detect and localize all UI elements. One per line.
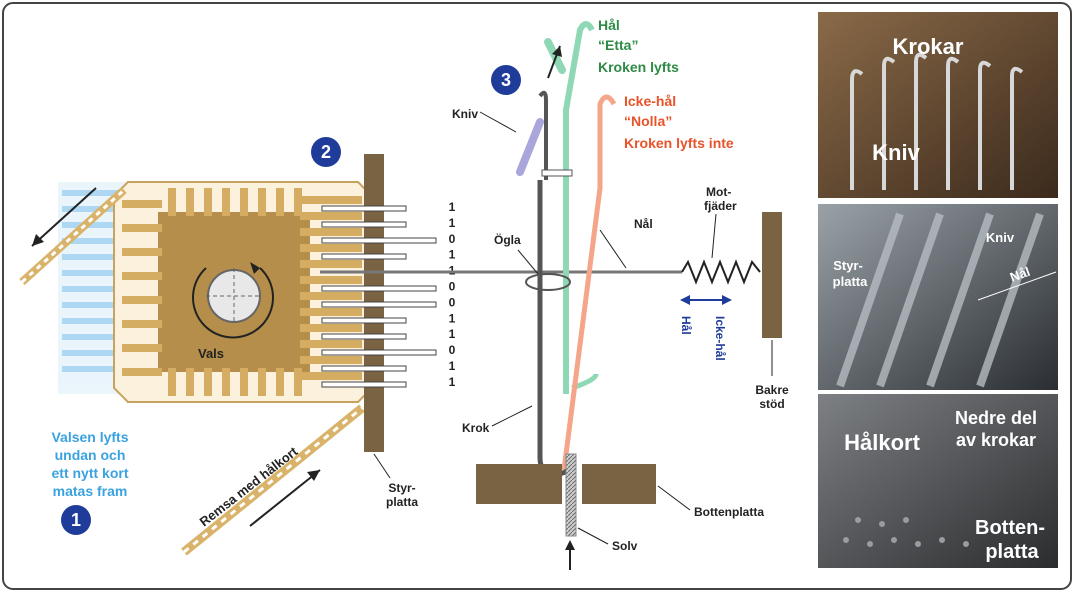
knife-label: Kniv [452, 107, 478, 121]
roller-prongs [122, 188, 362, 396]
photo-top: Krokar Kniv [818, 12, 1058, 198]
svg-text:1: 1 [71, 510, 81, 530]
roller-label: Vals [198, 346, 224, 361]
back-support [762, 212, 782, 338]
spring-label2: fjäder [704, 199, 737, 213]
hole-state-line1: Hål [598, 17, 620, 33]
binary-digit: 1 [449, 216, 456, 230]
hook-green-lifted [563, 21, 595, 394]
eye-label: Ögla [494, 232, 521, 247]
bottom-plate-left [476, 464, 562, 504]
roller-group: Vals [58, 181, 373, 403]
guide-plate-label1: Styr- [388, 481, 415, 495]
hole-state-line2: “Etta” [598, 37, 638, 53]
hole-direction-label: Hål [679, 316, 693, 335]
photo-bottom-botten1: Botten- [975, 517, 1045, 539]
card-strip-out [19, 187, 127, 285]
no-hole-direction-label: Icke-hål [713, 316, 727, 361]
no-hole-state-line3: Kroken lyfts inte [624, 135, 734, 151]
step3-badge: 3 [491, 65, 521, 95]
roller-lifted-line2: undan och [55, 447, 126, 463]
binary-digit: 0 [449, 232, 456, 246]
photo-middle-styr1: Styr- [833, 258, 863, 273]
no-hole-state-line1: Icke-hål [624, 93, 676, 109]
svg-text:3: 3 [501, 70, 511, 90]
svg-text:2: 2 [321, 142, 331, 162]
no-hole-state-line2: “Nolla” [624, 113, 672, 129]
spring-label1: Mot- [706, 185, 731, 199]
hole-state-line3: Kroken lyfts [598, 59, 679, 75]
bottom-plate-label: Bottenplatta [694, 505, 764, 519]
photo-middle: Kniv Styr- platta Nål [818, 204, 1058, 390]
binary-digit: 0 [449, 295, 456, 309]
photo-bottom-nedre1: Nedre del [955, 408, 1037, 428]
binary-digit: 1 [449, 327, 456, 341]
binary-digit: 0 [449, 280, 456, 294]
step1-badge: 1 [61, 505, 91, 535]
photo-bottom: Hålkort Nedre del av krokar Botten- plat… [818, 394, 1058, 568]
binary-digit: 1 [449, 311, 456, 325]
roller-lifted-line1: Valsen lyfts [51, 429, 128, 445]
hook-label: Krok [462, 421, 490, 435]
photo-top-caption1: Krokar [893, 34, 964, 59]
back-support-label2: stöd [759, 397, 784, 411]
photo-middle-nal: Nål [1008, 264, 1032, 285]
needle-label: Nål [634, 217, 653, 231]
bottom-plate-right [582, 464, 656, 504]
photo-bottom-halkort: Hålkort [844, 430, 920, 455]
photo-top-caption2: Kniv [872, 140, 920, 165]
warp-thread-label: Solv [612, 539, 638, 553]
roller-lifted-line3: ett nytt kort [52, 465, 129, 481]
binary-digit: 1 [449, 248, 456, 262]
step1-caption: Valsen lyfts undan och ett nytt kort mat… [51, 429, 128, 499]
eye-loop [525, 273, 571, 291]
photo-middle-styr2: platta [833, 274, 868, 289]
counter-spring [681, 259, 761, 285]
rotation-arrow [192, 267, 274, 339]
guide-plate-label2: platta [386, 495, 418, 509]
warp-thread [565, 453, 577, 537]
photo-bottom-nedre2: av krokar [956, 430, 1036, 450]
photo-middle-kniv: Kniv [986, 230, 1015, 245]
knife [516, 118, 544, 176]
card-strip-label: Remsa med hålkort [197, 443, 301, 529]
hook-orange [561, 94, 617, 471]
photo-bottom-botten2: platta [985, 541, 1039, 563]
step2-badge: 2 [311, 137, 341, 167]
binary-digit: 1 [449, 200, 456, 214]
needle-rows [321, 205, 437, 388]
binary-digit: 0 [449, 343, 456, 357]
roller-lifted-line4: matas fram [53, 483, 128, 499]
binary-column: 110110011011 [449, 200, 456, 389]
card-strip-in: Remsa med hålkort [181, 404, 365, 556]
back-support-label1: Bakre [755, 383, 789, 397]
binary-digit: 1 [449, 375, 456, 389]
binary-digit: 1 [449, 359, 456, 373]
